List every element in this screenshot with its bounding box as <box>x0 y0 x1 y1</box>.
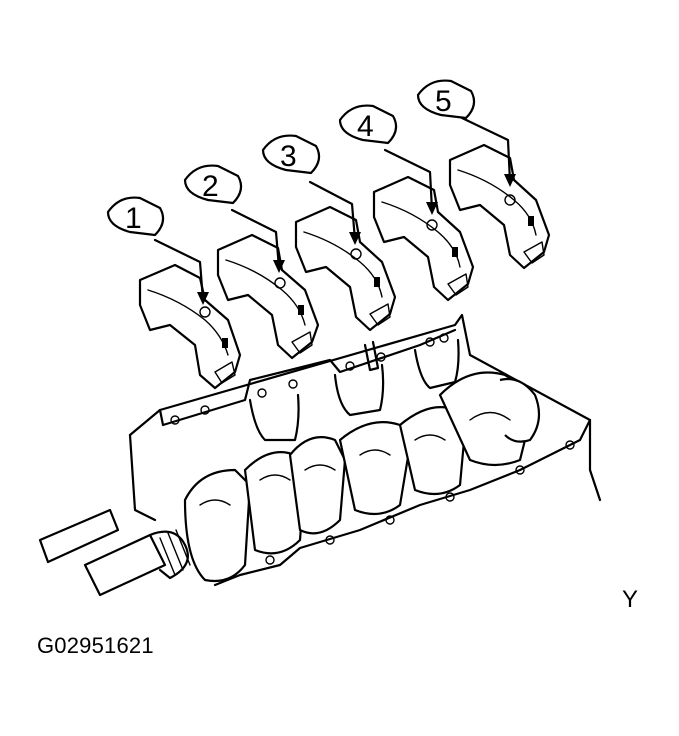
cap-tag-1: 1 <box>106 196 165 237</box>
view-letter: Y <box>622 586 639 613</box>
crankshaft <box>38 371 541 597</box>
cap-tag-5: 5 <box>416 79 476 120</box>
bearing-cap-5 <box>448 143 551 270</box>
cap-tag-4: 4 <box>338 104 398 145</box>
cap-tag-3: 3 <box>261 134 321 175</box>
cap-label-tags: 1 2 3 4 5 <box>106 79 476 237</box>
figure-code: G02951621 <box>37 633 154 658</box>
bearing-cap-1 <box>138 263 242 390</box>
bearing-cap-3 <box>294 205 397 332</box>
cap-tag-2: 2 <box>183 164 243 205</box>
cap-number-4: 4 <box>357 110 374 143</box>
cap-number-3: 3 <box>280 140 297 173</box>
cap-number-1: 1 <box>125 202 142 235</box>
cap-number-2: 2 <box>202 170 219 203</box>
cap-number-5: 5 <box>435 85 452 118</box>
arrows <box>153 116 516 305</box>
cylinder-block <box>128 313 602 587</box>
bearing-cap-4 <box>372 175 475 302</box>
